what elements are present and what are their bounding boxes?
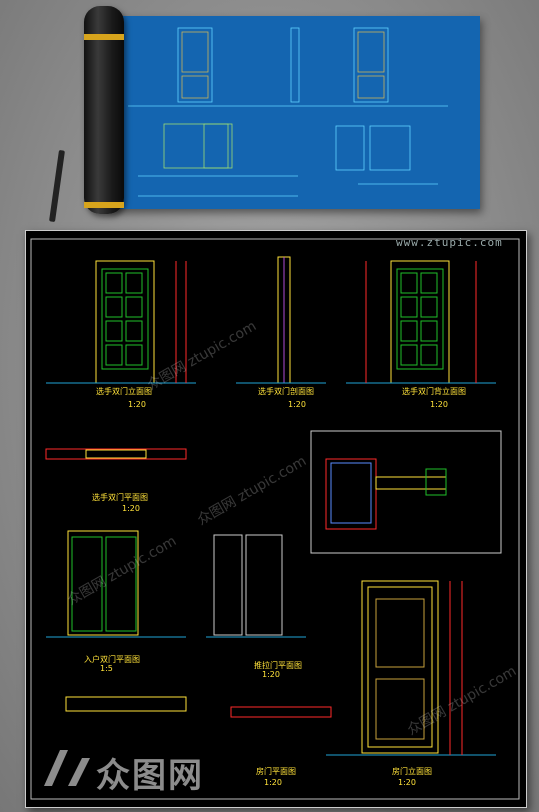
roll-cap-bottom (84, 202, 124, 208)
drawing-scale-2: 1:20 (288, 400, 306, 409)
drawing-label-2: 选手双门剖面图 (258, 387, 314, 396)
cad-sheet (25, 230, 527, 808)
drawing-label-8: 房门立面图 (392, 767, 432, 776)
drawing-scale-6: 1:20 (262, 670, 280, 679)
drawing-scale-8: 1:20 (398, 778, 416, 787)
drawing-scale-4: 1:20 (122, 504, 140, 513)
drawing-label-4: 选手双门平面图 (92, 493, 148, 502)
brand-logo-icon (44, 750, 90, 786)
drawing-label-3: 选手双门背立面图 (402, 387, 466, 396)
drawing-scale-1: 1:20 (128, 400, 146, 409)
drawing-label-6: 推拉门平面图 (254, 661, 302, 670)
blueprint-poster (108, 16, 480, 209)
roll-cap-top (84, 34, 124, 40)
drawing-scale-5: 1:5 (100, 664, 113, 673)
drawing-label-7: 房门平面图 (256, 767, 296, 776)
drawing-scale-3: 1:20 (430, 400, 448, 409)
drawing-scale-7: 1:20 (264, 778, 282, 787)
drawing-label-1: 选手双门立面图 (96, 387, 152, 396)
paper-roll (84, 6, 124, 214)
drawing-label-5: 入户双门平面图 (84, 655, 140, 664)
brand-logo-text: 众图网 (96, 756, 204, 796)
site-url: www.ztupic.com (396, 236, 503, 249)
